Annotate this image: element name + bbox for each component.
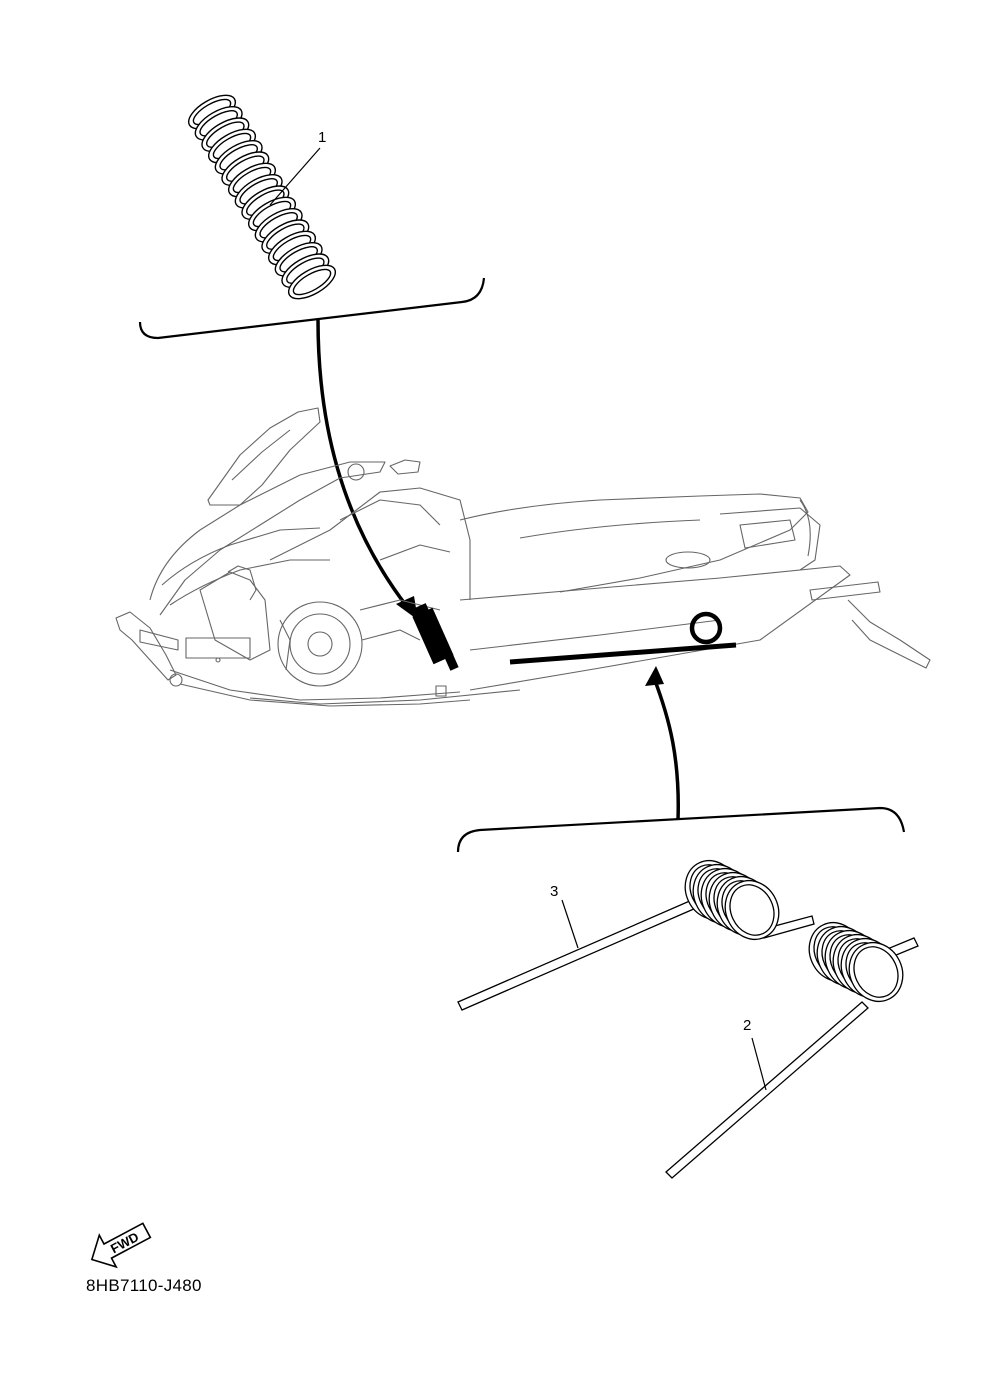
coil-spring-part-1[interactable] — [183, 89, 340, 306]
diagram-part-code: 8HB7110-J480 — [86, 1276, 202, 1295]
leader-line-3 — [561, 899, 579, 949]
pointer-line-upper — [316, 319, 410, 610]
fwd-arrow-icon: FWD — [90, 1222, 152, 1269]
snowmobile-outline — [115, 407, 931, 707]
callout-3: 3 — [550, 883, 559, 900]
leader-line-2 — [751, 1037, 767, 1091]
callout-1: 1 — [318, 129, 327, 146]
coil-ring — [292, 268, 332, 296]
group-bracket-upper — [138, 277, 486, 340]
pointer-arrowhead-upper — [396, 596, 418, 620]
shock-absorber-location[interactable] — [411, 603, 459, 671]
pointer-line-lower — [652, 677, 681, 821]
fwd-label: FWD — [108, 1229, 141, 1256]
pointer-arrowhead-lower — [645, 666, 664, 686]
slide-rail-location[interactable] — [509, 611, 737, 665]
leader-line-1 — [269, 147, 321, 206]
coil-ring — [853, 946, 899, 998]
coil-ring — [729, 884, 775, 936]
torsion-spring-part-2[interactable] — [665, 914, 919, 1179]
torsion-spring-part-3[interactable] — [457, 852, 815, 1011]
group-bracket-lower — [456, 806, 906, 853]
callout-2: 2 — [743, 1017, 752, 1034]
